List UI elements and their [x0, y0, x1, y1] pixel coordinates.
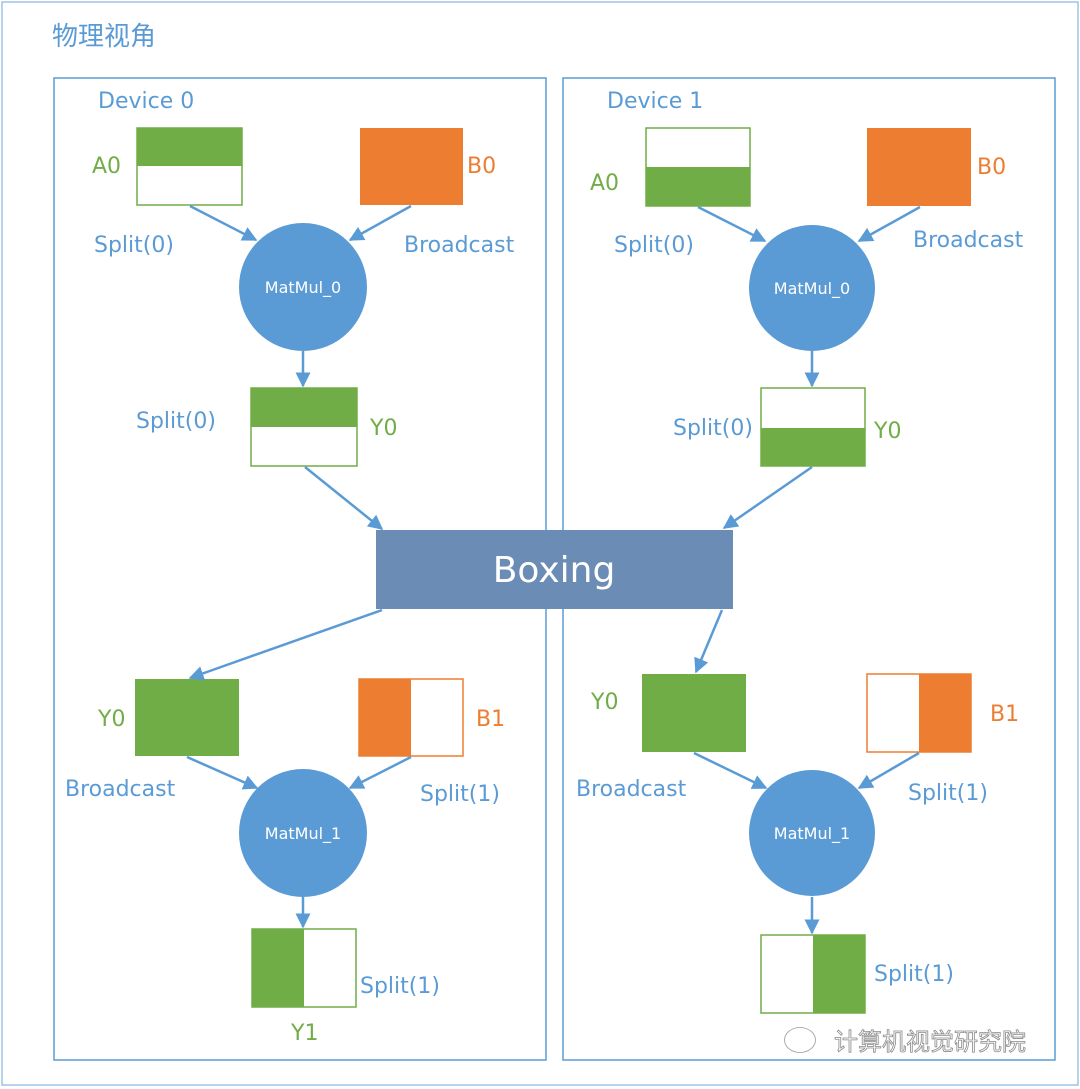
device-1-matmul0-node: [749, 225, 875, 351]
device-1-matmul0-label: MatMul_0: [774, 279, 850, 299]
device-0-title: Device 0: [98, 89, 194, 114]
device-0-y0-broadcast-tensor: [135, 679, 239, 756]
device-1-y0-broadcast-mode: Broadcast: [576, 777, 687, 802]
device-1-arrow-a0-matmul0: [697, 205, 767, 243]
device-1-matmul1-label: MatMul_1: [774, 824, 850, 844]
device-0-y0-label: Y0: [369, 416, 397, 441]
device-1-panel: Device 1 A0 Split(0) B0 Broadcast MatMul…: [562, 77, 1056, 1061]
device-1-b0-label: B0: [977, 155, 1006, 180]
device-1-title: Device 1: [607, 89, 703, 114]
device-1-arrow-b0-matmul0: [857, 205, 921, 243]
device-0-matmul0-node: [239, 223, 367, 351]
device-1-y0-broadcast-tensor: [642, 674, 746, 752]
device-0-matmul1-node: [239, 769, 367, 897]
device-1-y1-shard: [813, 935, 865, 1013]
device-1-matmul1-node: [749, 770, 875, 896]
watermark: 计算机视觉研究院: [784, 1027, 1026, 1059]
device-0-a0-shard: [137, 128, 242, 166]
device-0-y1-shard: [252, 929, 304, 1007]
device-0-arrow-y0-boxing: [304, 466, 384, 530]
boxing-block: [376, 530, 733, 609]
device-1-b0-tensor: [867, 128, 971, 206]
device-0-y0-broadcast-mode: Broadcast: [65, 777, 176, 802]
device-1-y1-split: Split(1): [874, 962, 954, 987]
device-0-y0-shard: [251, 388, 357, 427]
device-0-b1-split: Split(1): [420, 782, 500, 807]
device-0-matmul0-label: MatMul_0: [265, 278, 341, 298]
device-1-b1-label: B1: [990, 702, 1019, 727]
boxing-label: Boxing: [493, 550, 616, 591]
device-1-y0-broadcast-label: Y0: [590, 690, 618, 715]
device-0-b0-label: B0: [467, 154, 496, 179]
device-0-b0-tensor: [360, 128, 463, 205]
device-0-y1-split: Split(1): [360, 974, 440, 999]
device-0-arrow-b1-matmul1: [348, 755, 412, 790]
watermark-text: 计算机视觉研究院: [834, 1028, 1026, 1056]
device-1-y0-shard: [761, 428, 865, 466]
device-1-arrow-boxing-y0: [694, 609, 724, 674]
page-title: 物理视角: [52, 22, 156, 52]
device-1-y0-split: Split(0): [673, 416, 753, 441]
device-0-arrow-y0-matmul1: [186, 755, 259, 790]
device-1-arrow-y0-boxing: [722, 465, 813, 530]
device-0-b1-shard: [359, 679, 411, 756]
device-0-y0-split: Split(0): [136, 409, 216, 434]
device-0-arrow-a0-matmul0: [189, 204, 258, 242]
device-1-a0-label: A0: [590, 171, 619, 196]
device-1-b0-mode: Broadcast: [913, 228, 1024, 253]
device-1-b1-split: Split(1): [908, 781, 988, 806]
device-1-a0-shard: [646, 167, 750, 206]
device-0-y0-broadcast-label: Y0: [97, 707, 125, 732]
device-0-matmul1-label: MatMul_1: [265, 824, 341, 844]
device-0-a0-split: Split(0): [94, 233, 174, 258]
wechat-icon: [784, 1027, 829, 1059]
device-0-y1-label: Y1: [290, 1021, 318, 1046]
device-0-b1-label: B1: [476, 707, 505, 732]
device-0-b0-mode: Broadcast: [404, 233, 515, 258]
device-1-arrow-b1-matmul1: [857, 751, 920, 790]
device-0-panel: Device 0 A0 Split(0) B0 Broadcast MatMul…: [53, 77, 547, 1061]
device-0-arrow-boxing-y0: [188, 608, 383, 681]
device-1-arrow-y0-matmul1: [693, 751, 768, 790]
device-1-a0-split: Split(0): [614, 233, 694, 258]
device-1-y0-label: Y0: [873, 419, 901, 444]
device-0-arrow-b0-matmul0: [348, 204, 412, 242]
device-1-b1-shard: [919, 674, 971, 752]
device-0-a0-label: A0: [92, 154, 121, 179]
